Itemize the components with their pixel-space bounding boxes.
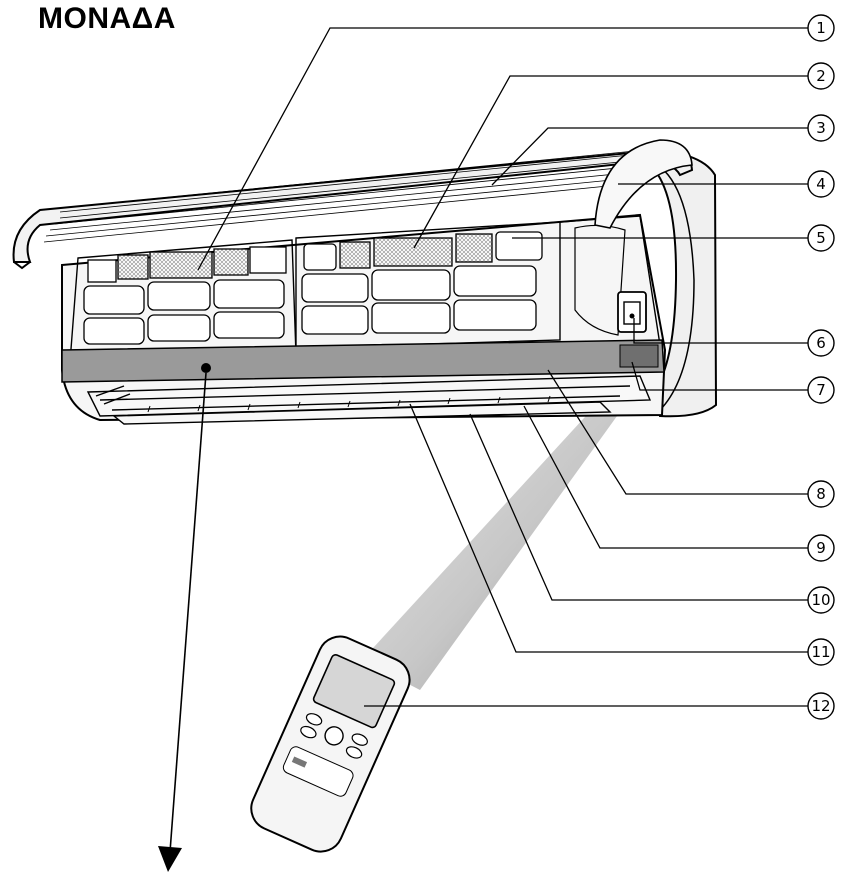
leader-10 bbox=[469, 413, 808, 601]
callout-number: 7 bbox=[816, 381, 826, 399]
callout-4: 4 bbox=[807, 170, 835, 198]
callout-circle bbox=[807, 329, 835, 357]
air-filter-right bbox=[301, 231, 543, 335]
callout-number: 9 bbox=[816, 539, 826, 557]
callout-circle bbox=[807, 376, 835, 404]
pointer-arrow-line bbox=[169, 372, 207, 853]
auto-switch bbox=[617, 291, 647, 333]
callout-circle bbox=[807, 62, 835, 90]
callout-number: 3 bbox=[816, 119, 826, 137]
leader-3 bbox=[491, 127, 808, 186]
display-panel-strip bbox=[61, 339, 665, 383]
leader-1 bbox=[197, 27, 808, 271]
callout-number: 5 bbox=[816, 229, 826, 247]
callout-12: 12 bbox=[807, 692, 835, 720]
remote-signal-beam bbox=[362, 370, 640, 690]
callout-number: 11 bbox=[811, 643, 830, 661]
air-filter-left bbox=[83, 246, 287, 345]
callout-7: 7 bbox=[807, 376, 835, 404]
callout-1: 1 bbox=[807, 14, 835, 42]
callout-circle bbox=[807, 534, 835, 562]
leader-9 bbox=[523, 405, 808, 549]
leader-11 bbox=[409, 403, 808, 653]
callout-11: 11 bbox=[807, 638, 835, 666]
leader-8 bbox=[547, 369, 808, 495]
air-outlet-louvers bbox=[86, 375, 652, 425]
leader-6 bbox=[633, 318, 808, 344]
page-title: ΜΟΝΑΔΑ bbox=[38, 2, 176, 35]
callout-2: 2 bbox=[807, 62, 835, 90]
callout-5: 5 bbox=[807, 224, 835, 252]
leader-2 bbox=[413, 75, 808, 249]
remote-receiver bbox=[619, 344, 659, 368]
callout-circle bbox=[807, 692, 835, 720]
leader-7 bbox=[631, 361, 808, 391]
callout-6: 6 bbox=[807, 329, 835, 357]
callout-circle bbox=[807, 170, 835, 198]
callout-circle bbox=[807, 224, 835, 252]
remote-control bbox=[250, 635, 411, 853]
callout-number: 4 bbox=[816, 175, 826, 193]
callout-number: 2 bbox=[816, 67, 826, 85]
callout-circle bbox=[807, 638, 835, 666]
pointer-arrow-head bbox=[158, 846, 182, 872]
callout-9: 9 bbox=[807, 534, 835, 562]
callout-number: 10 bbox=[811, 591, 830, 609]
callout-number: 12 bbox=[811, 697, 830, 715]
indicator-dot bbox=[201, 363, 211, 373]
callout-number: 1 bbox=[816, 19, 826, 37]
callout-circle bbox=[807, 114, 835, 142]
callout-number: 8 bbox=[816, 485, 826, 503]
callout-circle bbox=[807, 14, 835, 42]
callout-10: 10 bbox=[807, 586, 835, 614]
callout-number: 6 bbox=[816, 334, 826, 352]
callout-3: 3 bbox=[807, 114, 835, 142]
callout-circle bbox=[807, 586, 835, 614]
callout-circle bbox=[807, 480, 835, 508]
callout-8: 8 bbox=[807, 480, 835, 508]
